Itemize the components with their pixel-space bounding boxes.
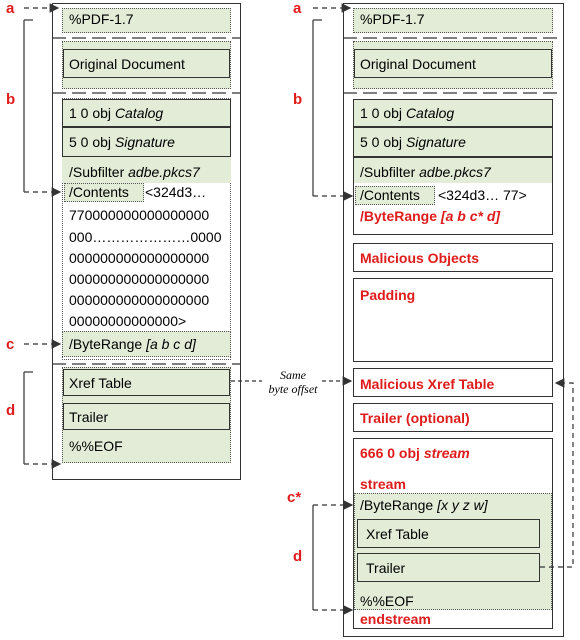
label-c-left: c (6, 336, 15, 353)
left-signature-object (62, 127, 231, 157)
right-contents-key-label: /Contents (360, 187, 420, 203)
right-eof-label: %%EOF (360, 593, 414, 609)
right-stream-object (353, 438, 553, 629)
right-malicious-xref (353, 368, 553, 397)
left-byterange-row (62, 331, 231, 357)
left-byterange-label: /ByteRange [a b c d] (69, 336, 196, 352)
left-hex-line: 000000000000000000 (69, 271, 210, 287)
right-malicious-objects (353, 243, 553, 272)
label-c-star: c* (287, 489, 302, 506)
same-byte-offset-note: Same byte offset (268, 368, 318, 396)
right-padding (353, 278, 553, 362)
left-hex-line: 000…………………0000 (69, 229, 222, 245)
left-hex-line: 00000000000000> (69, 313, 187, 329)
left-subfilter-label: /Subfilter adbe.pkcs7 (69, 164, 200, 180)
right-subfilter-label: /Subfilter adbe.pkcs7 (360, 164, 491, 180)
right-malicious-objects-label: Malicious Objects (360, 250, 480, 266)
left-eof-label: %%EOF (69, 438, 123, 454)
left-trailer-label: Trailer (69, 409, 109, 425)
label-d-left: d (6, 402, 16, 419)
left-original-document-label: Original Document (69, 56, 185, 72)
left-pdf-header: %PDF-1.7 (69, 11, 134, 27)
left-catalog-object (62, 99, 231, 127)
right-byterange-label: /ByteRange [a b c* d] (360, 208, 501, 224)
left-original-document (63, 49, 230, 78)
right-inner-byterange-label: /ByteRange [x y z w] (360, 497, 488, 513)
right-signature-label: 5 0 obj Signature (360, 134, 466, 150)
label-b-left: b (6, 91, 16, 108)
right-padding-label: Padding (360, 287, 416, 303)
left-subfilter-row (62, 157, 231, 183)
left-trailer (63, 403, 230, 430)
left-hex-line: 000000000000000000 (69, 292, 210, 308)
right-contents-key (355, 186, 435, 205)
right-original-document (354, 49, 552, 78)
right-catalog-label: 1 0 obj Catalog (360, 105, 455, 121)
right-pdf-header: %PDF-1.7 (360, 11, 425, 27)
right-malicious-xref-label: Malicious Xref Table (360, 376, 495, 392)
right-stream-object-label: 666 0 obj stream (360, 445, 470, 461)
right-inner-trailer-label: Trailer (366, 560, 406, 576)
label-a-left: a (6, 0, 15, 17)
label-d-right: d (293, 548, 303, 565)
left-contents-key (64, 183, 144, 202)
right-trailer-optional-label: Trailer (optional) (360, 410, 470, 426)
right-header-section (353, 8, 553, 33)
left-hex-line: 770000000000000000 (69, 207, 210, 223)
right-contents-value: <324d3… 77> (438, 187, 527, 203)
left-catalog-label: 1 0 obj Catalog (69, 105, 164, 121)
trailer-to-xref-connector (540, 378, 574, 568)
right-original-document-label: Original Document (360, 56, 476, 72)
left-xref-label: Xref Table (69, 375, 132, 391)
right-trailer-optional (353, 403, 553, 432)
label-a-right: a (293, 0, 302, 17)
right-inner-trailer (357, 553, 540, 582)
right-catalog-object (353, 99, 553, 127)
left-contents-key-label: /Contents (69, 184, 129, 200)
left-header-section (62, 8, 231, 33)
right-subfilter-row (354, 158, 552, 183)
right-inner-xref (357, 519, 540, 548)
right-stream-keyword: stream (360, 476, 406, 492)
right-endstream-label: endstream (360, 611, 431, 627)
label-b-right: b (293, 91, 303, 108)
right-inner-xref-label: Xref Table (366, 526, 429, 542)
left-contents-value: <324d3… (145, 184, 207, 200)
left-objects-section (62, 98, 231, 360)
left-hex-line: 000000000000000000 (69, 250, 210, 266)
left-xref-table (63, 369, 230, 396)
right-signature-object (353, 127, 553, 157)
left-signature-label: 5 0 obj Signature (69, 134, 175, 150)
right-inner-update (354, 493, 552, 610)
